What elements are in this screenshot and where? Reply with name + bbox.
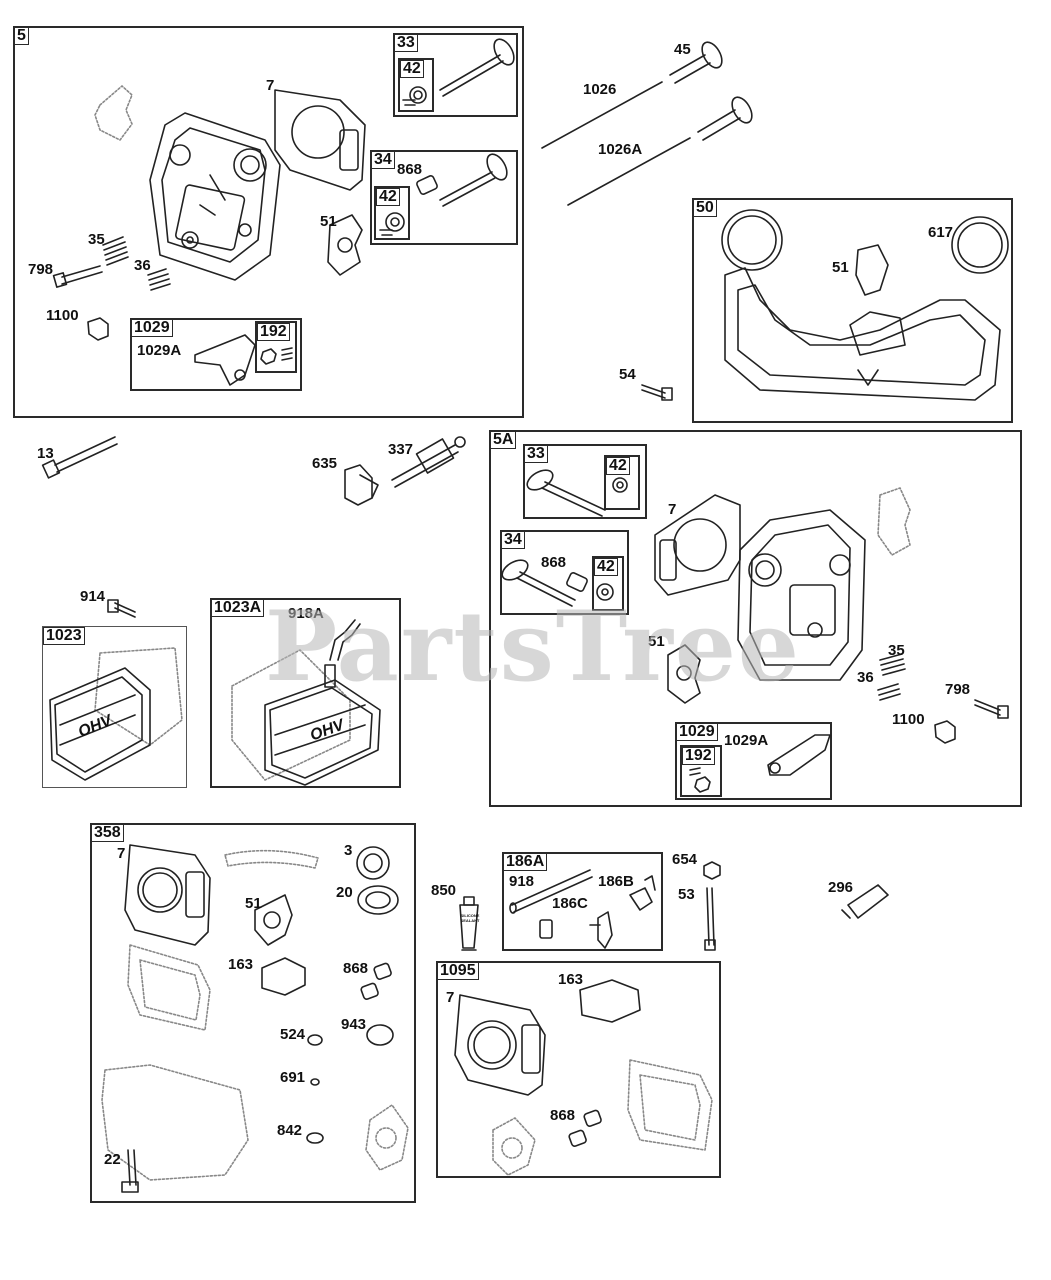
group-tag-42[interactable]: 42 bbox=[606, 457, 630, 475]
valve-cover-breather-icon bbox=[264, 619, 381, 786]
group-tag-5A[interactable]: 5A bbox=[490, 431, 517, 449]
group-tag-1029[interactable]: 1029 bbox=[676, 723, 718, 741]
part-label-842[interactable]: 842 bbox=[277, 1122, 303, 1139]
part-label-35[interactable]: 35 bbox=[888, 642, 905, 659]
part-label-635[interactable]: 635 bbox=[312, 455, 338, 472]
group-tag-33[interactable]: 33 bbox=[394, 34, 418, 52]
group-tag-192[interactable]: 192 bbox=[257, 323, 290, 341]
group-box-33 bbox=[393, 33, 518, 117]
part-label-7[interactable]: 7 bbox=[446, 989, 455, 1006]
cylinder-head-b-icon bbox=[737, 509, 866, 681]
group-box-33b bbox=[523, 444, 647, 519]
group-tag-186A[interactable]: 186A bbox=[503, 853, 548, 871]
watermark-logo: PartsTree bbox=[265, 590, 801, 703]
group-box-5A bbox=[489, 430, 1022, 807]
group-box-1023 bbox=[42, 626, 187, 788]
group-box-42c bbox=[604, 455, 640, 510]
part-label-36[interactable]: 36 bbox=[857, 669, 874, 686]
part-label-654[interactable]: 654 bbox=[672, 851, 698, 868]
group-tag-358[interactable]: 358 bbox=[91, 824, 124, 842]
group-tag-33[interactable]: 33 bbox=[524, 445, 548, 463]
group-tag-1029[interactable]: 1029 bbox=[131, 319, 173, 337]
group-tag-5[interactable]: 5 bbox=[14, 27, 29, 45]
part-label-53[interactable]: 53 bbox=[678, 886, 695, 903]
muffler-icon bbox=[724, 267, 1001, 401]
group-box-1029 bbox=[130, 318, 302, 391]
sealant-tube-text: SILICONE SEALANT bbox=[460, 913, 480, 923]
part-label-1100[interactable]: 1100 bbox=[46, 307, 79, 324]
part-label-51[interactable]: 51 bbox=[320, 213, 337, 230]
group-box-34b bbox=[500, 530, 629, 615]
part-label-1026A[interactable]: 1026A bbox=[598, 141, 643, 158]
part-label-7[interactable]: 7 bbox=[668, 501, 677, 518]
part-label-798[interactable]: 798 bbox=[28, 261, 54, 278]
part-label-35[interactable]: 35 bbox=[88, 231, 105, 248]
part-label-45[interactable]: 45 bbox=[674, 41, 691, 58]
part-label-296[interactable]: 296 bbox=[828, 879, 854, 896]
group-box-34 bbox=[370, 150, 518, 245]
sealant-tube-icon bbox=[459, 896, 479, 951]
group-box-186A bbox=[502, 852, 663, 951]
group-tag-192[interactable]: 192 bbox=[682, 747, 715, 765]
group-tag-34[interactable]: 34 bbox=[371, 151, 395, 169]
part-label-337[interactable]: 337 bbox=[388, 441, 414, 458]
group-tag-42[interactable]: 42 bbox=[376, 188, 400, 206]
part-label-1029A[interactable]: 1029A bbox=[724, 732, 769, 749]
part-label-186C[interactable]: 186C bbox=[552, 895, 588, 912]
part-label-868[interactable]: 868 bbox=[541, 554, 567, 571]
group-box-42d bbox=[592, 556, 624, 611]
part-label-918A[interactable]: 918A bbox=[288, 605, 324, 622]
group-box-1029b bbox=[675, 722, 832, 800]
part-label-914[interactable]: 914 bbox=[80, 588, 106, 605]
group-tag-34[interactable]: 34 bbox=[501, 531, 525, 549]
part-label-51[interactable]: 51 bbox=[245, 895, 262, 912]
part-label-943[interactable]: 943 bbox=[341, 1016, 367, 1033]
group-tag-1023A[interactable]: 1023A bbox=[211, 599, 265, 617]
group-box-1023A bbox=[210, 598, 401, 788]
part-label-691[interactable]: 691 bbox=[280, 1069, 306, 1086]
group-box-42b bbox=[374, 186, 410, 240]
part-label-22[interactable]: 22 bbox=[104, 1151, 121, 1168]
part-label-163[interactable]: 163 bbox=[558, 971, 584, 988]
group-tag-42[interactable]: 42 bbox=[400, 60, 424, 78]
part-label-3[interactable]: 3 bbox=[344, 842, 353, 859]
spring-icon bbox=[102, 236, 171, 291]
cylinder-head-icon bbox=[149, 112, 281, 281]
group-box-42a bbox=[398, 58, 434, 112]
part-label-51[interactable]: 51 bbox=[832, 259, 849, 276]
group-tag-1095[interactable]: 1095 bbox=[437, 962, 479, 980]
group-tag-42[interactable]: 42 bbox=[594, 558, 618, 576]
part-label-1100[interactable]: 1100 bbox=[892, 711, 925, 728]
part-label-918[interactable]: 918 bbox=[509, 873, 535, 890]
group-box-1095 bbox=[436, 961, 721, 1178]
group-tag-1023[interactable]: 1023 bbox=[43, 627, 85, 645]
part-label-617[interactable]: 617 bbox=[928, 224, 954, 241]
part-label-163[interactable]: 163 bbox=[228, 956, 254, 973]
valve-cover-icon bbox=[49, 667, 151, 781]
part-label-20[interactable]: 20 bbox=[336, 884, 353, 901]
group-box-192b bbox=[680, 745, 722, 797]
group-box-358 bbox=[90, 823, 416, 1203]
part-label-798[interactable]: 798 bbox=[945, 681, 971, 698]
part-label-1026[interactable]: 1026 bbox=[583, 81, 617, 98]
part-label-868[interactable]: 868 bbox=[343, 960, 369, 977]
part-label-850[interactable]: 850 bbox=[431, 882, 457, 899]
part-label-868[interactable]: 868 bbox=[397, 161, 423, 178]
part-label-51[interactable]: 51 bbox=[648, 633, 665, 650]
part-label-7[interactable]: 7 bbox=[117, 845, 126, 862]
part-label-868[interactable]: 868 bbox=[550, 1107, 576, 1124]
part-label-13[interactable]: 13 bbox=[37, 445, 54, 462]
group-box-5 bbox=[13, 26, 524, 418]
part-label-1029A[interactable]: 1029A bbox=[137, 342, 182, 359]
part-label-54[interactable]: 54 bbox=[619, 366, 636, 383]
group-box-192 bbox=[255, 321, 297, 373]
part-label-186B[interactable]: 186B bbox=[598, 873, 634, 890]
group-box-50 bbox=[692, 198, 1013, 423]
part-label-524[interactable]: 524 bbox=[280, 1026, 306, 1043]
part-label-7[interactable]: 7 bbox=[266, 77, 275, 94]
part-label-36[interactable]: 36 bbox=[134, 257, 151, 274]
group-tag-50[interactable]: 50 bbox=[693, 199, 717, 217]
